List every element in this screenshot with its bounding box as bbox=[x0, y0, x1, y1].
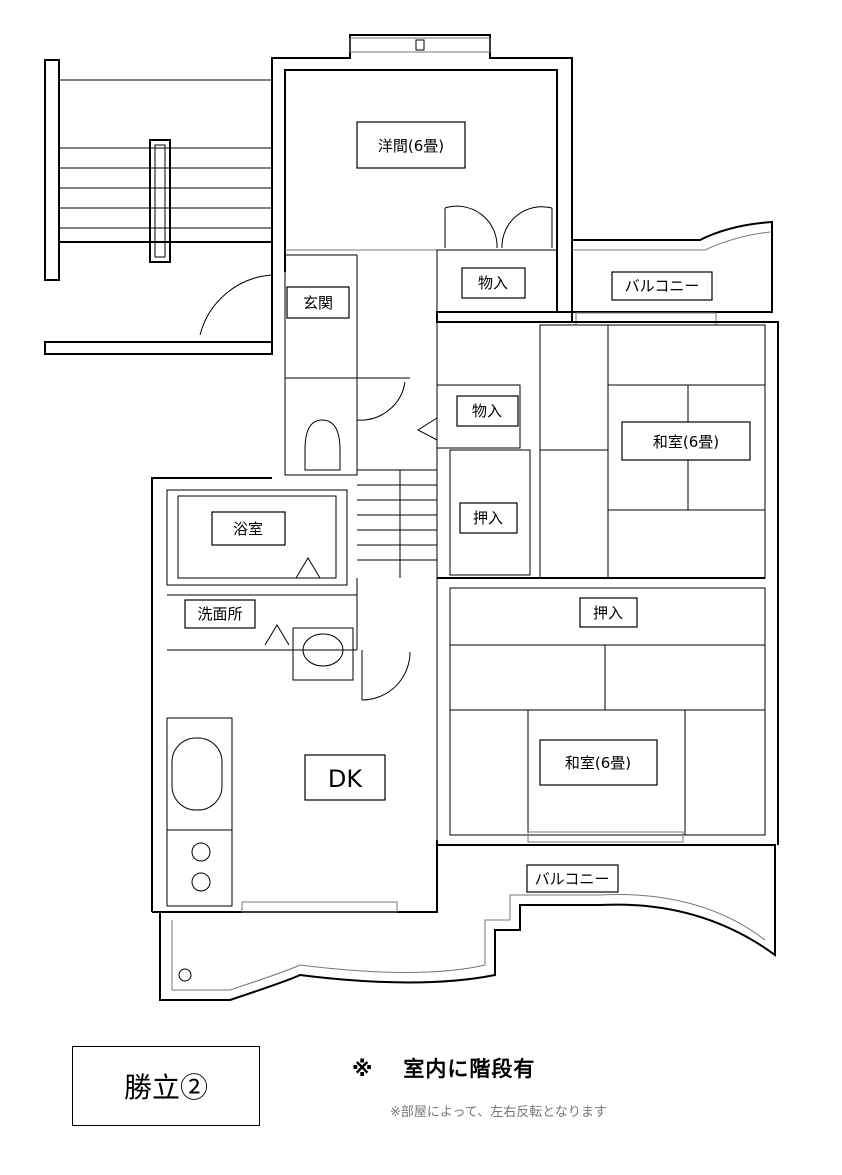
label-western-room: 洋間(6畳) bbox=[356, 121, 466, 169]
label-balcony-top: バルコニー bbox=[611, 271, 713, 301]
label-oshiire-2: 押入 bbox=[579, 597, 638, 628]
plan-name-box: 勝立② bbox=[72, 1046, 260, 1126]
svg-text:DK: DK bbox=[328, 765, 363, 793]
svg-text:洗面所: 洗面所 bbox=[197, 605, 242, 623]
svg-text:物入: 物入 bbox=[478, 274, 508, 292]
plan-name: 勝立② bbox=[123, 1071, 208, 1104]
svg-text:押入: 押入 bbox=[473, 509, 503, 527]
label-balcony-bottom: バルコニー bbox=[526, 864, 619, 893]
label-washroom: 洗面所 bbox=[184, 599, 256, 629]
svg-text:バルコニー: バルコニー bbox=[535, 870, 610, 888]
svg-text:押入: 押入 bbox=[593, 604, 623, 622]
western-room-walls bbox=[271, 34, 573, 355]
japanese-room-1-walls bbox=[437, 321, 779, 845]
label-oshiire-1: 押入 bbox=[459, 502, 518, 534]
label-entrance: 玄関 bbox=[286, 286, 350, 319]
svg-text:物入: 物入 bbox=[472, 402, 502, 420]
svg-text:浴室: 浴室 bbox=[233, 520, 263, 538]
label-closet-top: 物入 bbox=[461, 267, 526, 299]
label-closet-mid: 物入 bbox=[456, 395, 519, 427]
svg-text:和室(6畳): 和室(6畳) bbox=[565, 754, 631, 772]
svg-text:和室(6畳): 和室(6畳) bbox=[653, 433, 719, 451]
label-dk: DK bbox=[304, 754, 386, 801]
note-text: 室内に階段有 bbox=[403, 1057, 536, 1081]
mirror-note: ※部屋によって、左右反転となります bbox=[390, 1105, 607, 1120]
svg-text:バルコニー: バルコニー bbox=[625, 277, 700, 295]
core-walls bbox=[284, 254, 521, 578]
stairs-note: ※ 室内に階段有 bbox=[352, 1053, 535, 1083]
svg-text:洋間(6畳): 洋間(6畳) bbox=[378, 137, 444, 155]
svg-text:玄関: 玄関 bbox=[303, 294, 333, 312]
label-japanese-room-2: 和室(6畳) bbox=[539, 739, 658, 786]
balcony-bottom-outline bbox=[159, 844, 776, 1001]
floor-plan: 洋間(6畳) 物入 バルコニー 玄関 物入 和室(6畳) 押入 浴室 洗面所 押… bbox=[44, 34, 779, 1001]
label-japanese-room-1: 和室(6畳) bbox=[621, 421, 751, 461]
exterior-stairs bbox=[44, 59, 273, 355]
lower-walls bbox=[151, 477, 766, 913]
label-bathroom: 浴室 bbox=[211, 511, 286, 546]
note-mark: ※ bbox=[352, 1057, 374, 1081]
